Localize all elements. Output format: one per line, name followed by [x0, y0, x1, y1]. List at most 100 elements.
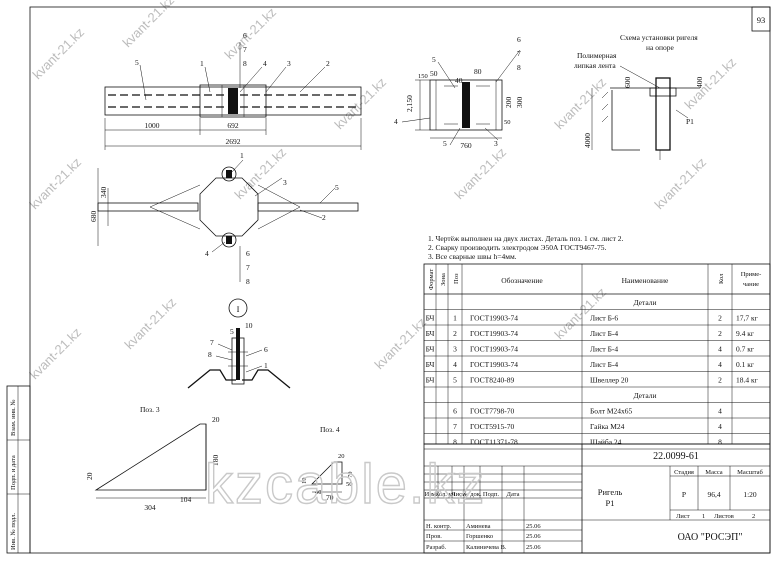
svg-text:7: 7	[243, 45, 247, 54]
svg-text:kvant-21.kz: kvant-21.kz	[120, 0, 178, 50]
svg-text:Стадия: Стадия	[674, 469, 694, 476]
spec-cell-pos: 3	[453, 345, 457, 354]
svg-text:Пров.: Пров.	[426, 533, 442, 540]
svg-text:6: 6	[264, 345, 268, 354]
svg-text:680: 680	[89, 211, 98, 223]
spec-cell-name: Гайка М24	[590, 422, 625, 431]
spec-cell-format: БЧ	[426, 345, 435, 354]
spec-cell-pos: 8	[453, 438, 457, 447]
spec-cell-format: БЧ	[426, 314, 435, 323]
svg-text:kvant-21.kz: kvant-21.kz	[122, 295, 180, 353]
svg-text:104: 104	[180, 495, 192, 504]
spec-section-header: Детали	[633, 391, 656, 400]
svg-text:Масса: Масса	[705, 469, 723, 476]
svg-text:kvant-21.kz: kvant-21.kz	[682, 55, 740, 113]
svg-text:2: 2	[326, 59, 330, 68]
svg-text:Поз. 4: Поз. 4	[320, 425, 340, 434]
svg-text:150: 150	[418, 73, 428, 80]
svg-text:липкая лента: липкая лента	[574, 61, 616, 70]
svg-text:3: 3	[494, 139, 498, 148]
spec-cell-designation: ГОСТ19903-74	[470, 329, 518, 338]
svg-text:Горшенко: Горшенко	[466, 533, 493, 540]
spec-cell-name: Лист Б-4	[590, 345, 618, 354]
svg-text:692: 692	[227, 121, 239, 130]
spec-cell-qty: 4	[718, 360, 722, 369]
svg-text:10: 10	[301, 478, 308, 485]
svg-text:Калиничева В.: Калиничева В.	[466, 544, 507, 551]
side-view: 760 2,150 200 300 50 40 80 50 150 5 6 7 …	[394, 35, 524, 150]
svg-text:300: 300	[515, 97, 524, 109]
spec-cell-designation: ГОСТ7798-70	[470, 407, 514, 416]
stamp-sign-date: Подп. и дата	[10, 455, 17, 490]
svg-text:4000: 4000	[583, 133, 592, 148]
svg-text:20: 20	[338, 453, 345, 460]
svg-text:Лист: Лист	[676, 513, 690, 520]
spec-cell-designation: ГОСТ19903-74	[470, 314, 518, 323]
spec-cell-name: Шайба 24	[590, 438, 622, 447]
svg-text:Кол. уч: Кол. уч	[435, 491, 456, 498]
svg-text:760: 760	[460, 141, 472, 150]
svg-text:5: 5	[230, 327, 234, 336]
spec-cell-qty: 8	[718, 438, 722, 447]
svg-text:25.06: 25.06	[526, 523, 541, 530]
svg-text:304: 304	[144, 503, 156, 512]
svg-text:Поз. 3: Поз. 3	[140, 405, 160, 414]
svg-text:8: 8	[246, 277, 250, 286]
svg-text:4: 4	[263, 59, 267, 68]
stamp-replace-inv: Взам. инв. №	[10, 399, 17, 436]
svg-text:5: 5	[135, 58, 139, 67]
svg-text:Схема установки ригеля: Схема установки ригеля	[620, 33, 698, 42]
svg-text:Н. контр.: Н. контр.	[426, 523, 452, 530]
svg-text:Изм.: Изм.	[425, 491, 438, 498]
spec-cell-designation: ГОСТ8240-89	[470, 376, 514, 385]
svg-text:7: 7	[246, 263, 250, 272]
section-view: I 10 5 7 8 6 1	[187, 298, 291, 389]
spec-cell-qty: 4	[718, 407, 722, 416]
svg-text:Р1: Р1	[686, 117, 694, 126]
svg-text:Аминева: Аминева	[466, 523, 491, 530]
spec-cell-note: 0.1 кг	[736, 360, 754, 369]
svg-text:Р: Р	[682, 490, 686, 499]
svg-text:2692: 2692	[226, 137, 241, 146]
svg-text:на опоре: на опоре	[646, 43, 674, 52]
svg-text:Дата: Дата	[507, 491, 520, 498]
page-number-box	[751, 6, 771, 32]
spec-cell-name: Швеллер 20	[590, 376, 629, 385]
svg-text:№ док.: № док.	[462, 491, 482, 498]
svg-text:5: 5	[432, 55, 436, 64]
svg-text:чание: чание	[743, 281, 759, 288]
svg-text:25.06: 25.06	[526, 533, 541, 540]
svg-text:4: 4	[205, 249, 209, 258]
svg-text:5: 5	[443, 139, 447, 148]
spec-cell-qty: 4	[718, 422, 722, 431]
svg-text:50: 50	[504, 119, 511, 126]
svg-text:1:20: 1:20	[743, 490, 757, 499]
spec-cell-designation: ГОСТ11371-78	[470, 438, 518, 447]
svg-text:Подп.: Подп.	[483, 491, 500, 498]
svg-text:2. Сварку производить электрод: 2. Сварку производить электродом Э50А ГО…	[428, 243, 606, 252]
svg-text:1: 1	[702, 513, 705, 520]
svg-text:Обозначение: Обозначение	[501, 276, 543, 285]
spec-cell-pos: 1	[453, 314, 457, 323]
svg-text:340: 340	[99, 187, 108, 199]
svg-text:1. Чертёж выполнен на двух лис: 1. Чертёж выполнен на двух листах. Детал…	[428, 234, 623, 243]
stamp-inv-orig: Инв. № подл.	[10, 513, 17, 550]
svg-text:400: 400	[695, 77, 704, 89]
plan-view: 680 340 1 3 5 2 4 6 7 8	[89, 151, 359, 286]
svg-text:70: 70	[326, 493, 334, 502]
svg-text:20: 20	[85, 472, 94, 480]
svg-text:Полимерная: Полимерная	[577, 51, 617, 60]
installation-scheme: Схема установки ригеля на опоре Полимерн…	[574, 33, 704, 160]
svg-text:kvant-21.kz: kvant-21.kz	[372, 315, 430, 373]
svg-text:50: 50	[346, 481, 353, 488]
svg-text:1: 1	[264, 361, 268, 370]
spec-cell-format: БЧ	[426, 360, 435, 369]
svg-text:kvant-21.kz: kvant-21.kz	[222, 5, 280, 63]
spec-section-header: Детали	[633, 298, 656, 307]
svg-text:kvant-21.kz: kvant-21.kz	[552, 75, 610, 133]
svg-text:6: 6	[243, 31, 247, 40]
svg-text:25.06: 25.06	[526, 544, 541, 551]
svg-text:kvant-21.kz: kvant-21.kz	[652, 155, 710, 213]
svg-text:Поз: Поз	[453, 273, 460, 284]
